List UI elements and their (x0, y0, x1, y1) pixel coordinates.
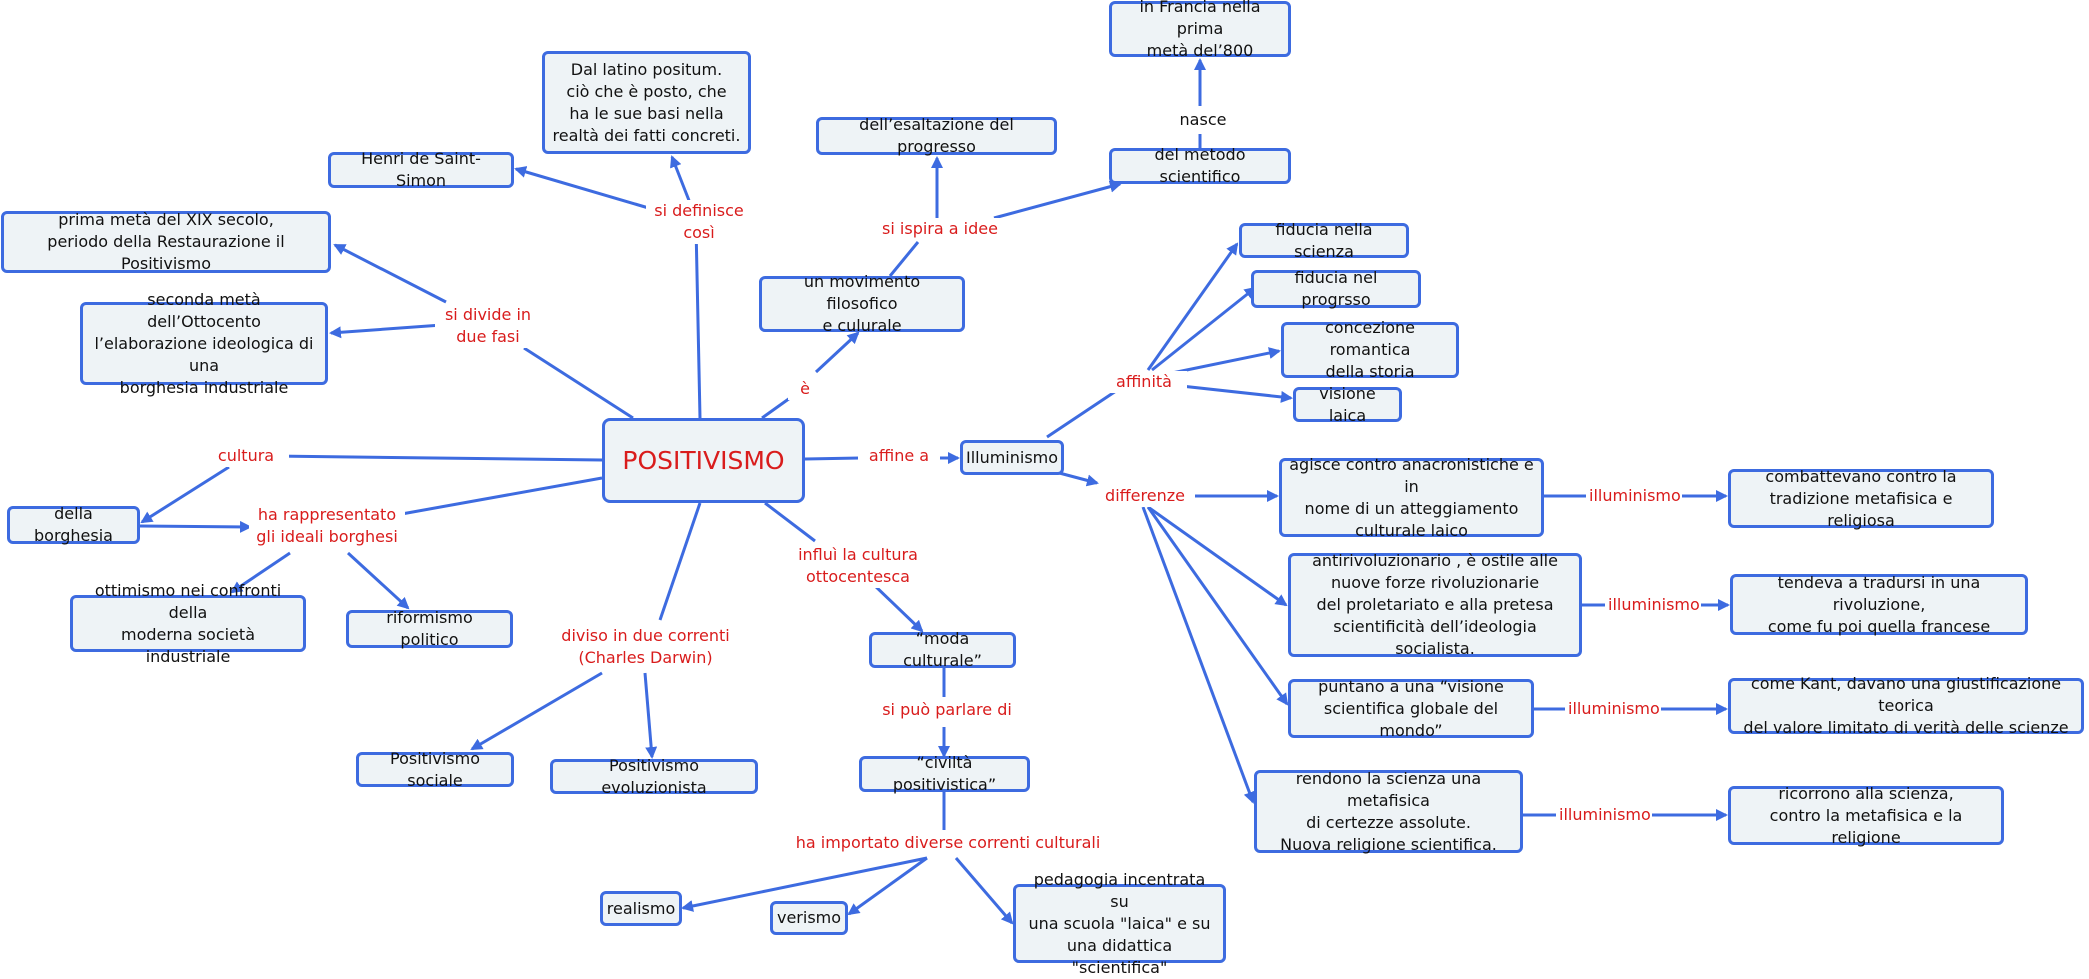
node-borghesia: della borghesia (7, 504, 140, 545)
node-concezione: concezione romantica della storia (1281, 318, 1459, 381)
arrow-pedagogia (954, 857, 1014, 925)
label-influi: influì la cultura ottocentesca (780, 544, 936, 588)
edge-root-influi (764, 501, 816, 543)
node-saint-simon: Henri de Saint-Simon (328, 149, 514, 190)
node-ricorrono: ricorrono alla scienza, contro la metafi… (1728, 784, 2004, 847)
arrow-posevol (643, 672, 658, 759)
label-affine-a: affine a (858, 445, 940, 467)
node-ottimismo: ottimismo nei confronti della moderna so… (70, 581, 306, 666)
node-realismo: realismo (600, 891, 682, 926)
label-ha-importato: ha importato diverse correnti culturali (790, 832, 1106, 854)
label-si-ispira: si ispira a idee (869, 218, 1011, 240)
node-illuminismo: Illuminismo (960, 440, 1064, 475)
label-diviso: diviso in due correnti (Charles Darwin) (550, 625, 741, 669)
label-ha-rappresentato: ha rappresentato gli ideali borghesi (249, 504, 405, 548)
arrow-latino (670, 155, 692, 204)
root-node-positivismo: POSITIVISMO (602, 418, 805, 503)
label-illuminismo-2: illuminismo (1605, 594, 1701, 616)
edge-root-sidefinisce (694, 225, 702, 419)
node-movimento: un movimento filosofico e culurale (759, 272, 965, 335)
label-affinita: affinità (1101, 371, 1187, 393)
node-puntano: puntano a una “visione scientifica globa… (1288, 677, 1534, 740)
label-nasce: nasce (1167, 109, 1239, 131)
label-differenze: differenze (1095, 485, 1195, 507)
node-fase1: prima metà del XIX secolo, periodo della… (1, 210, 331, 273)
arrow-visionelaica (1171, 383, 1293, 403)
node-rendono: rendono la scienza una metafisica di cer… (1254, 769, 1523, 854)
arrow-harappresentato-in (139, 520, 252, 533)
edge-root-affinea (804, 456, 861, 461)
label-e: è (788, 378, 822, 400)
arrow-borghesia (140, 465, 230, 524)
arrow-verismo (847, 856, 928, 916)
node-esaltazione: dell’esaltazione del progresso (816, 115, 1057, 156)
edge-root-harappresentato (395, 476, 603, 517)
arrow-fiduciascienza (1146, 242, 1239, 371)
node-visione-laica: visione laica (1293, 384, 1402, 425)
label-illuminismo-1: illuminismo (1586, 485, 1682, 507)
arrow-fase1 (333, 243, 447, 304)
arrow-moda (870, 581, 924, 633)
node-antirivoluzionario: antirivoluzionario , è ostile alle nuove… (1288, 551, 1582, 658)
node-moda: “moda culturale” (869, 629, 1016, 670)
node-positivismo-sociale: Positivismo sociale (356, 749, 514, 790)
label-si-divide: si divide in due fasi (435, 304, 541, 348)
arrow-fiduciaprogresso (1151, 286, 1257, 372)
label-si-definisce: si definisce così (646, 200, 752, 244)
arrow-riformismo (346, 551, 410, 610)
arrow-metodo (993, 180, 1122, 220)
label-illuminismo-3: illuminismo (1565, 698, 1661, 720)
node-riformismo: riformismo politico (346, 608, 513, 649)
edge-illuminismo-affinita (1046, 385, 1123, 439)
edge-root-cultura (271, 454, 603, 462)
node-agisce: agisce contro anacronistiche e in nome d… (1279, 455, 1544, 540)
node-latino: Dal latino positum. ciò che è posto, che… (542, 51, 751, 154)
label-illuminismo-4: illuminismo (1556, 804, 1652, 826)
arrow-puntano (1146, 506, 1289, 706)
node-combattevano: combattevano contro la tradizione metafi… (1728, 467, 1994, 530)
node-fiducia-scienza: fiducia nella scienza (1239, 220, 1409, 261)
edge-root-diviso (658, 502, 702, 621)
arrow-concezione (1171, 347, 1281, 375)
node-positivismo-evoluzionista: Positivismo evoluzionista (550, 756, 758, 797)
arrow-antirivoluzionario (1147, 505, 1288, 607)
node-verismo: verismo (770, 901, 848, 935)
node-kant: come Kant, davano una giustificazione te… (1728, 674, 2084, 737)
arrow-possociale (470, 671, 603, 751)
node-civilta: “civiltà positivistica” (859, 753, 1030, 794)
arrow-realismo (681, 856, 928, 912)
arrow-movimento (814, 331, 860, 374)
edge-root-e (761, 396, 791, 420)
label-si-puo: si può parlare di (870, 699, 1024, 721)
label-cultura: cultura (203, 445, 289, 467)
arrow-saintsimon (514, 166, 653, 211)
node-francia: in Francia nella prima metà del’800 (1109, 0, 1291, 60)
node-fase2: seconda metà dell’Ottocento l’elaborazio… (80, 290, 328, 397)
node-metodo: del metodo scientifico (1109, 145, 1291, 186)
node-fiducia-progresso: fiducia nel progrsso (1251, 268, 1421, 309)
edge-movimento-siispira (888, 241, 920, 277)
arrow-rendono (1141, 506, 1256, 804)
node-tendeva: tendeva a tradursi in una rivoluzione, c… (1730, 573, 2028, 636)
edge-root-sidivide (523, 346, 634, 420)
arrow-fase2 (329, 323, 443, 339)
arrow-ottimismo (230, 551, 291, 594)
node-pedagogia: pedagogia incentrata su una scuola "laic… (1013, 870, 1226, 977)
